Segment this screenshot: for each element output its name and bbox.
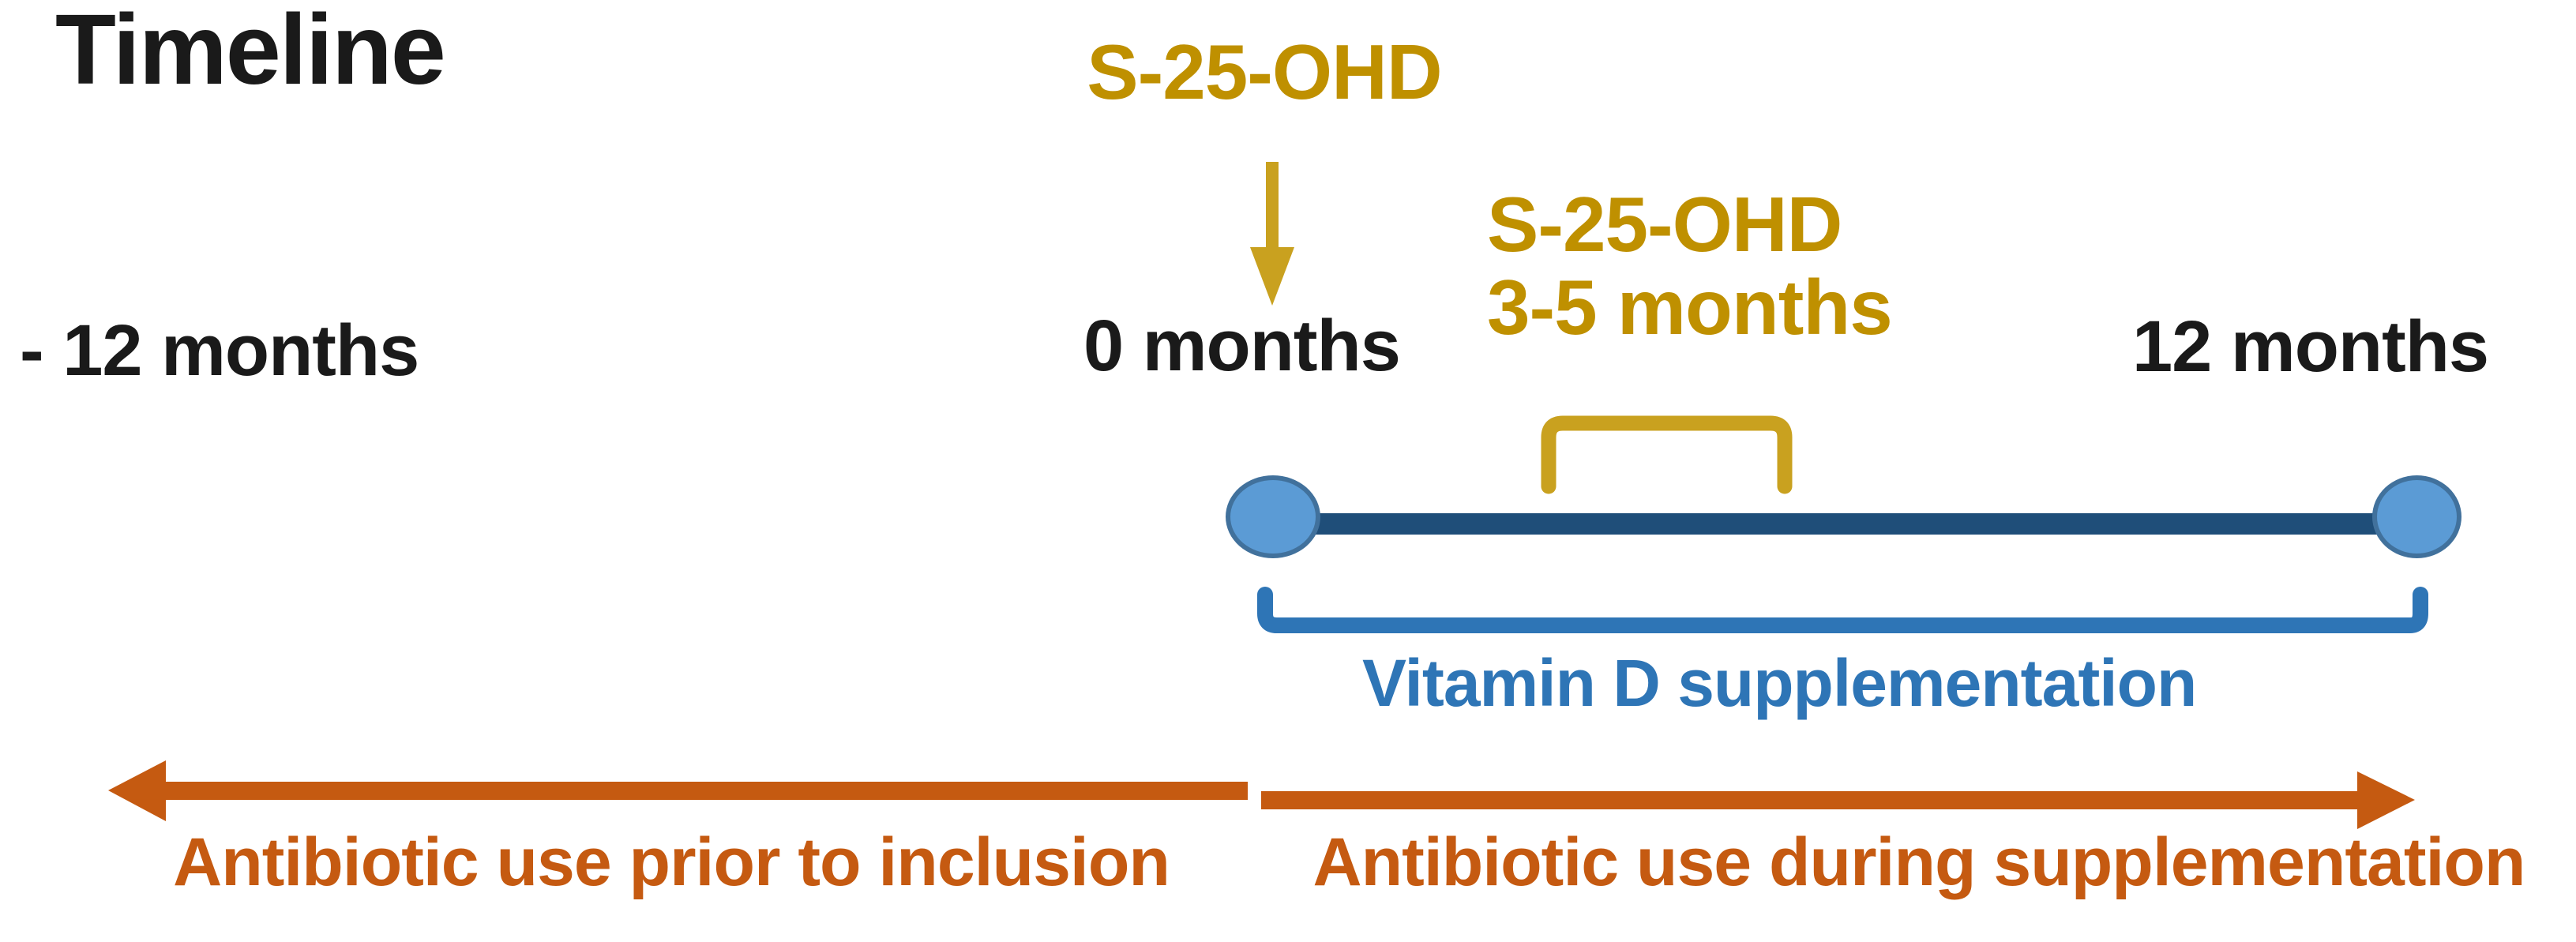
followup-s25ohd-label: S-25-OHD xyxy=(1487,181,1842,268)
timeline-end-dot xyxy=(2372,475,2461,558)
tick-0-months: 0 months xyxy=(1083,306,1401,386)
followup-window-label: 3-5 months xyxy=(1487,264,1893,351)
tick-minus-12-months: - 12 months xyxy=(20,310,419,391)
supplementation-bracket-icon xyxy=(1257,587,2428,633)
measurement-window-bracket-icon xyxy=(1541,415,1793,494)
antibiotic-during-label: Antibiotic use during supplementation xyxy=(1312,824,2526,900)
timeline-start-dot xyxy=(1226,475,1320,558)
antibiotic-right-arrow-icon xyxy=(1261,771,2415,829)
tick-12-months: 12 months xyxy=(2132,306,2489,387)
figure-title: Timeline xyxy=(55,0,446,105)
down-arrow-icon xyxy=(1250,162,1294,306)
antibiotic-prior-label: Antibiotic use prior to inclusion xyxy=(173,824,1170,900)
timeline-bar xyxy=(1275,513,2417,535)
supplementation-label: Vitamin D supplementation xyxy=(1362,646,2197,720)
antibiotic-left-arrow-icon xyxy=(108,760,1248,821)
baseline-s25ohd-label: S-25-OHD xyxy=(1087,28,1442,115)
